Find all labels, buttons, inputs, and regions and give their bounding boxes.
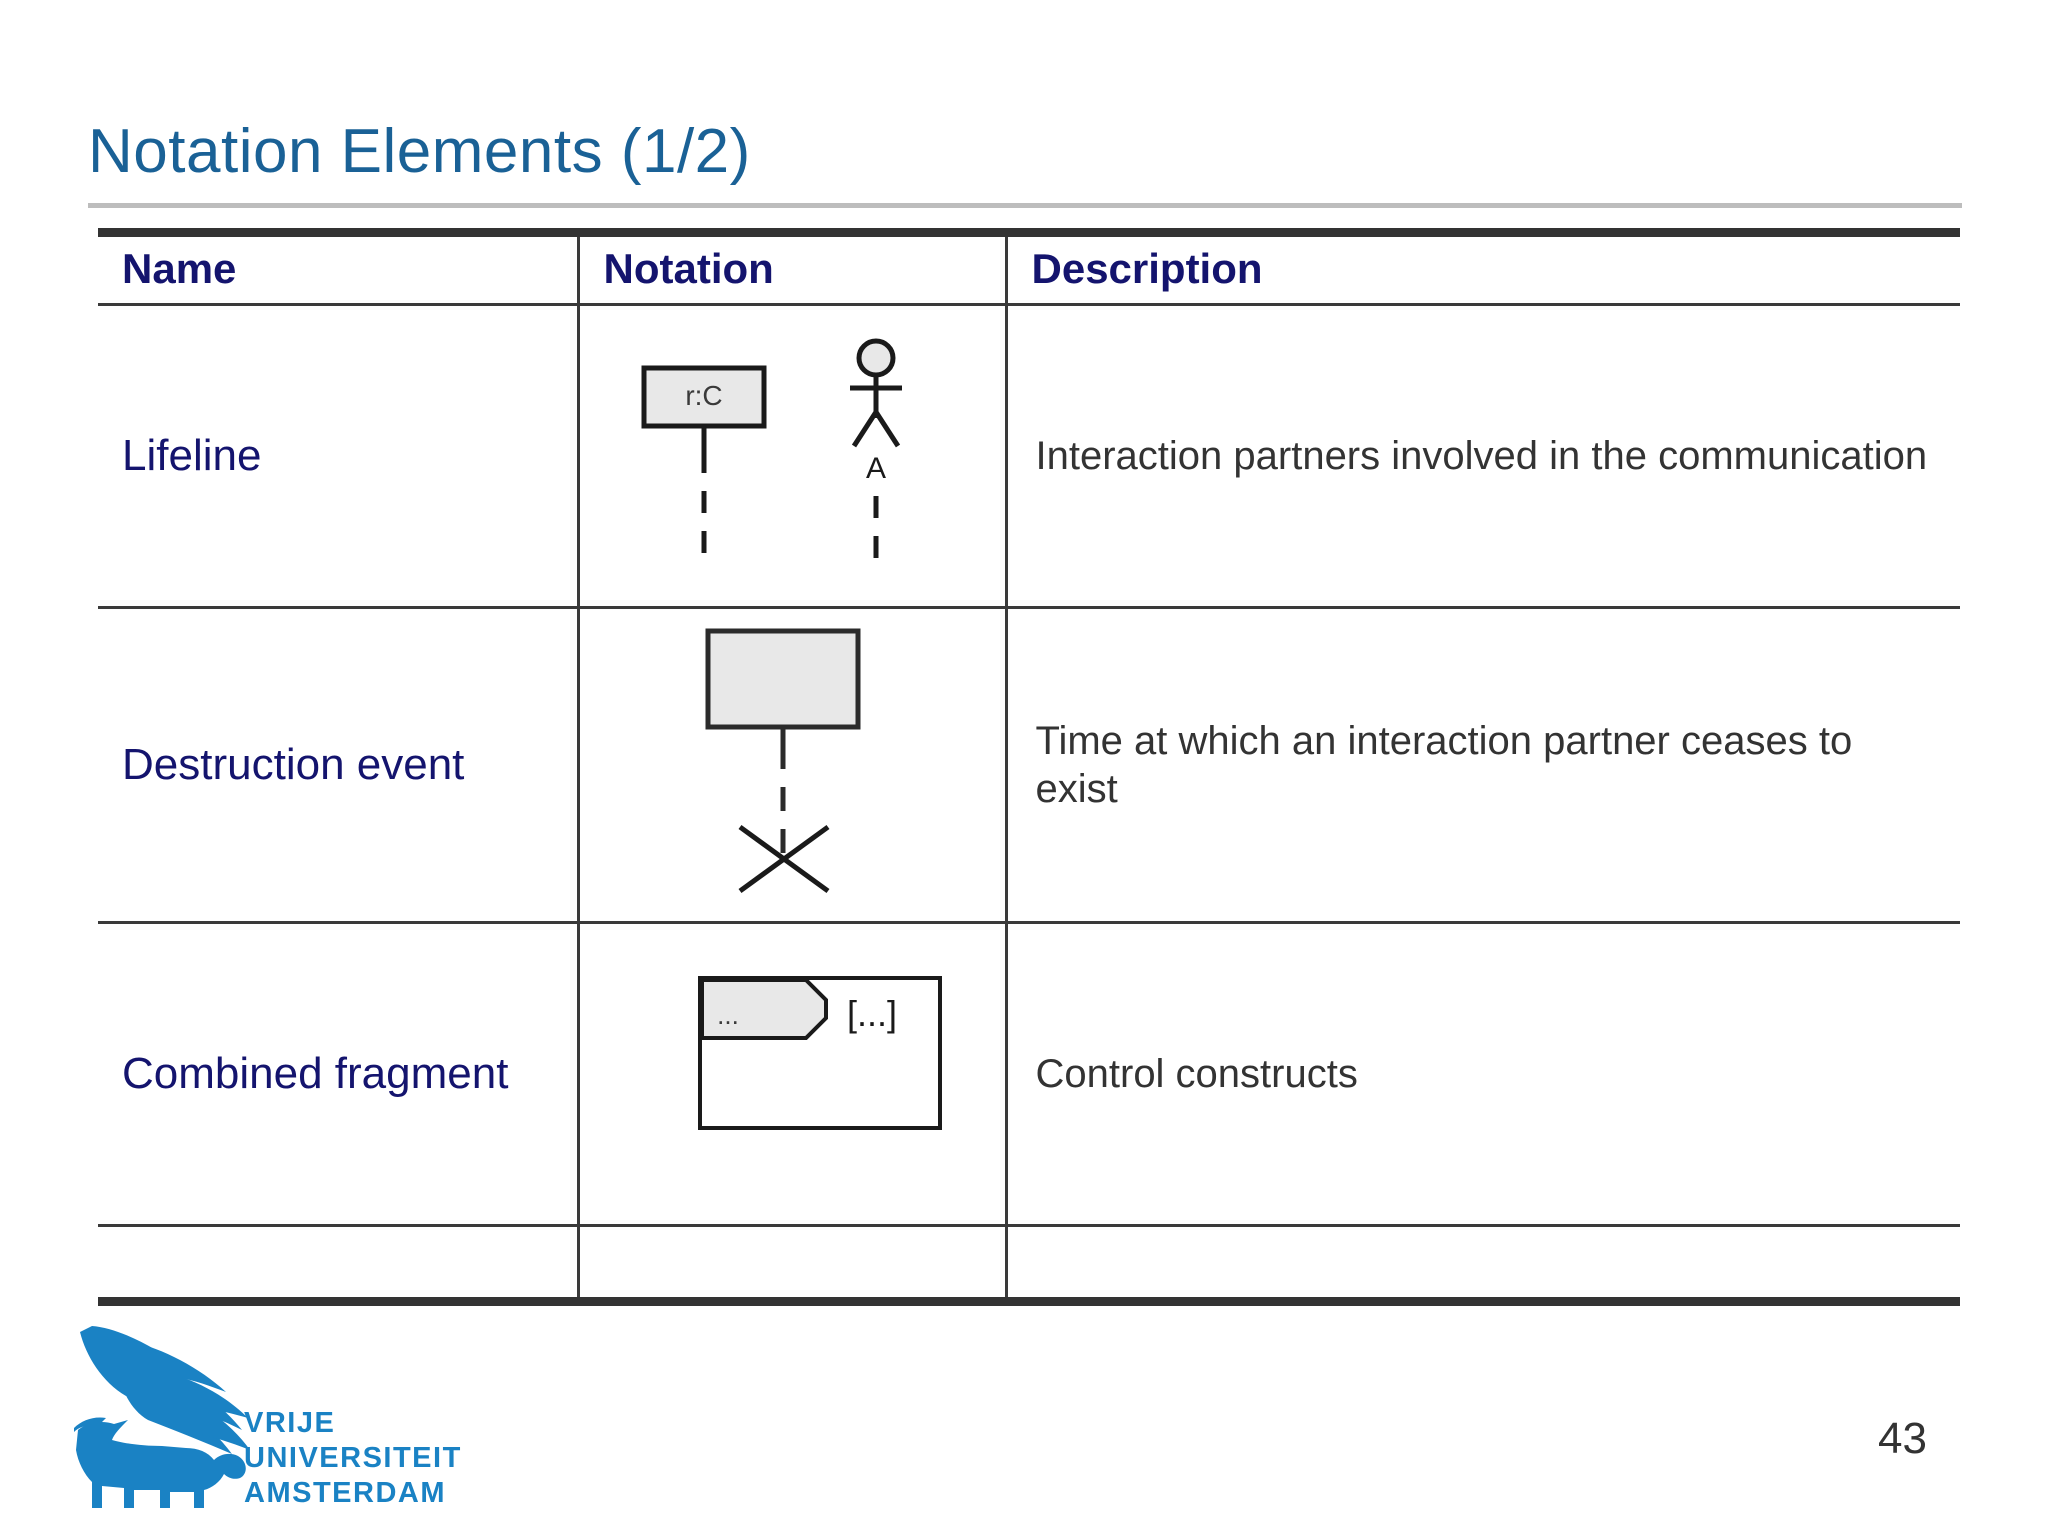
logo-line-3: AMSTERDAM bbox=[244, 1477, 446, 1509]
combined-fragment-notation-figure: ... [...] bbox=[580, 924, 1005, 1224]
actor-label: A bbox=[865, 452, 885, 485]
vu-griffin-icon: VRIJE UNIVERSITEIT AMSTERDAM bbox=[74, 1326, 462, 1509]
table-row: Lifeline r:C bbox=[98, 304, 1960, 609]
table-bottom-spacer-row bbox=[98, 1225, 1960, 1306]
row-name-label: Lifeline bbox=[122, 431, 262, 481]
row-notation-cell: r:C A bbox=[576, 304, 1006, 609]
row-notation-cell: ... [...] bbox=[576, 922, 1006, 1227]
spacer-cell-name bbox=[98, 1225, 578, 1306]
lifeline-box-and-actor-icon: r:C A bbox=[641, 338, 902, 558]
row-name-cell: Lifeline bbox=[98, 304, 578, 609]
page-number: 43 bbox=[1878, 1414, 1927, 1463]
table-body: Lifeline r:C bbox=[98, 304, 1960, 1306]
page-title: Notation Elements (1/2) bbox=[88, 117, 751, 186]
table-header: Name Notation Description bbox=[98, 228, 1960, 306]
lifeline-box-label: r:C bbox=[685, 380, 722, 411]
spacer-cell-notation bbox=[576, 1225, 1006, 1306]
row-description-label: Control constructs bbox=[1035, 1052, 1358, 1096]
combined-fragment-icon: ... [...] bbox=[697, 976, 942, 1130]
table-header-row: Name Notation Description bbox=[98, 228, 1960, 306]
spacer-cell-description bbox=[1004, 1225, 1960, 1306]
row-name-cell: Combined fragment bbox=[98, 922, 578, 1227]
operator-tab bbox=[699, 978, 828, 1040]
row-name-label: Destruction event bbox=[122, 740, 465, 790]
row-description-label: Time at which an interaction partner cea… bbox=[1035, 719, 1853, 811]
operator-label: ... bbox=[717, 1000, 739, 1030]
row-description-cell: Interaction partners involved in the com… bbox=[1004, 304, 1960, 609]
lifeline-notation-figure: r:C A bbox=[580, 306, 1005, 606]
row-description-label: Interaction partners involved in the com… bbox=[1035, 434, 1928, 478]
table-row: Destruction event Ti bbox=[98, 607, 1960, 924]
row-description-cell: Control constructs bbox=[1004, 922, 1960, 1227]
row-notation-cell bbox=[576, 607, 1006, 924]
destruction-event-notation-figure bbox=[580, 609, 1005, 921]
destruction-event-icon bbox=[705, 628, 860, 894]
logo-line-2: UNIVERSITEIT bbox=[244, 1442, 462, 1474]
guard-label: [...] bbox=[846, 993, 896, 1034]
column-header-notation: Notation bbox=[576, 228, 1006, 306]
row-description-cell: Time at which an interaction partner cea… bbox=[1004, 607, 1960, 924]
logo-line-1: VRIJE bbox=[244, 1407, 335, 1439]
notation-elements-table: Name Notation Description Lifeline r:C bbox=[98, 228, 1960, 1306]
table-row: Combined fragment ... [...] Control cons… bbox=[98, 922, 1960, 1227]
column-header-name: Name bbox=[98, 228, 578, 306]
row-name-cell: Destruction event bbox=[98, 607, 578, 924]
column-header-description: Description bbox=[1004, 228, 1960, 306]
vu-amsterdam-logo: VRIJE UNIVERSITEIT AMSTERDAM bbox=[58, 1320, 478, 1520]
row-name-label: Combined fragment bbox=[122, 1049, 509, 1099]
title-divider bbox=[88, 203, 1962, 208]
